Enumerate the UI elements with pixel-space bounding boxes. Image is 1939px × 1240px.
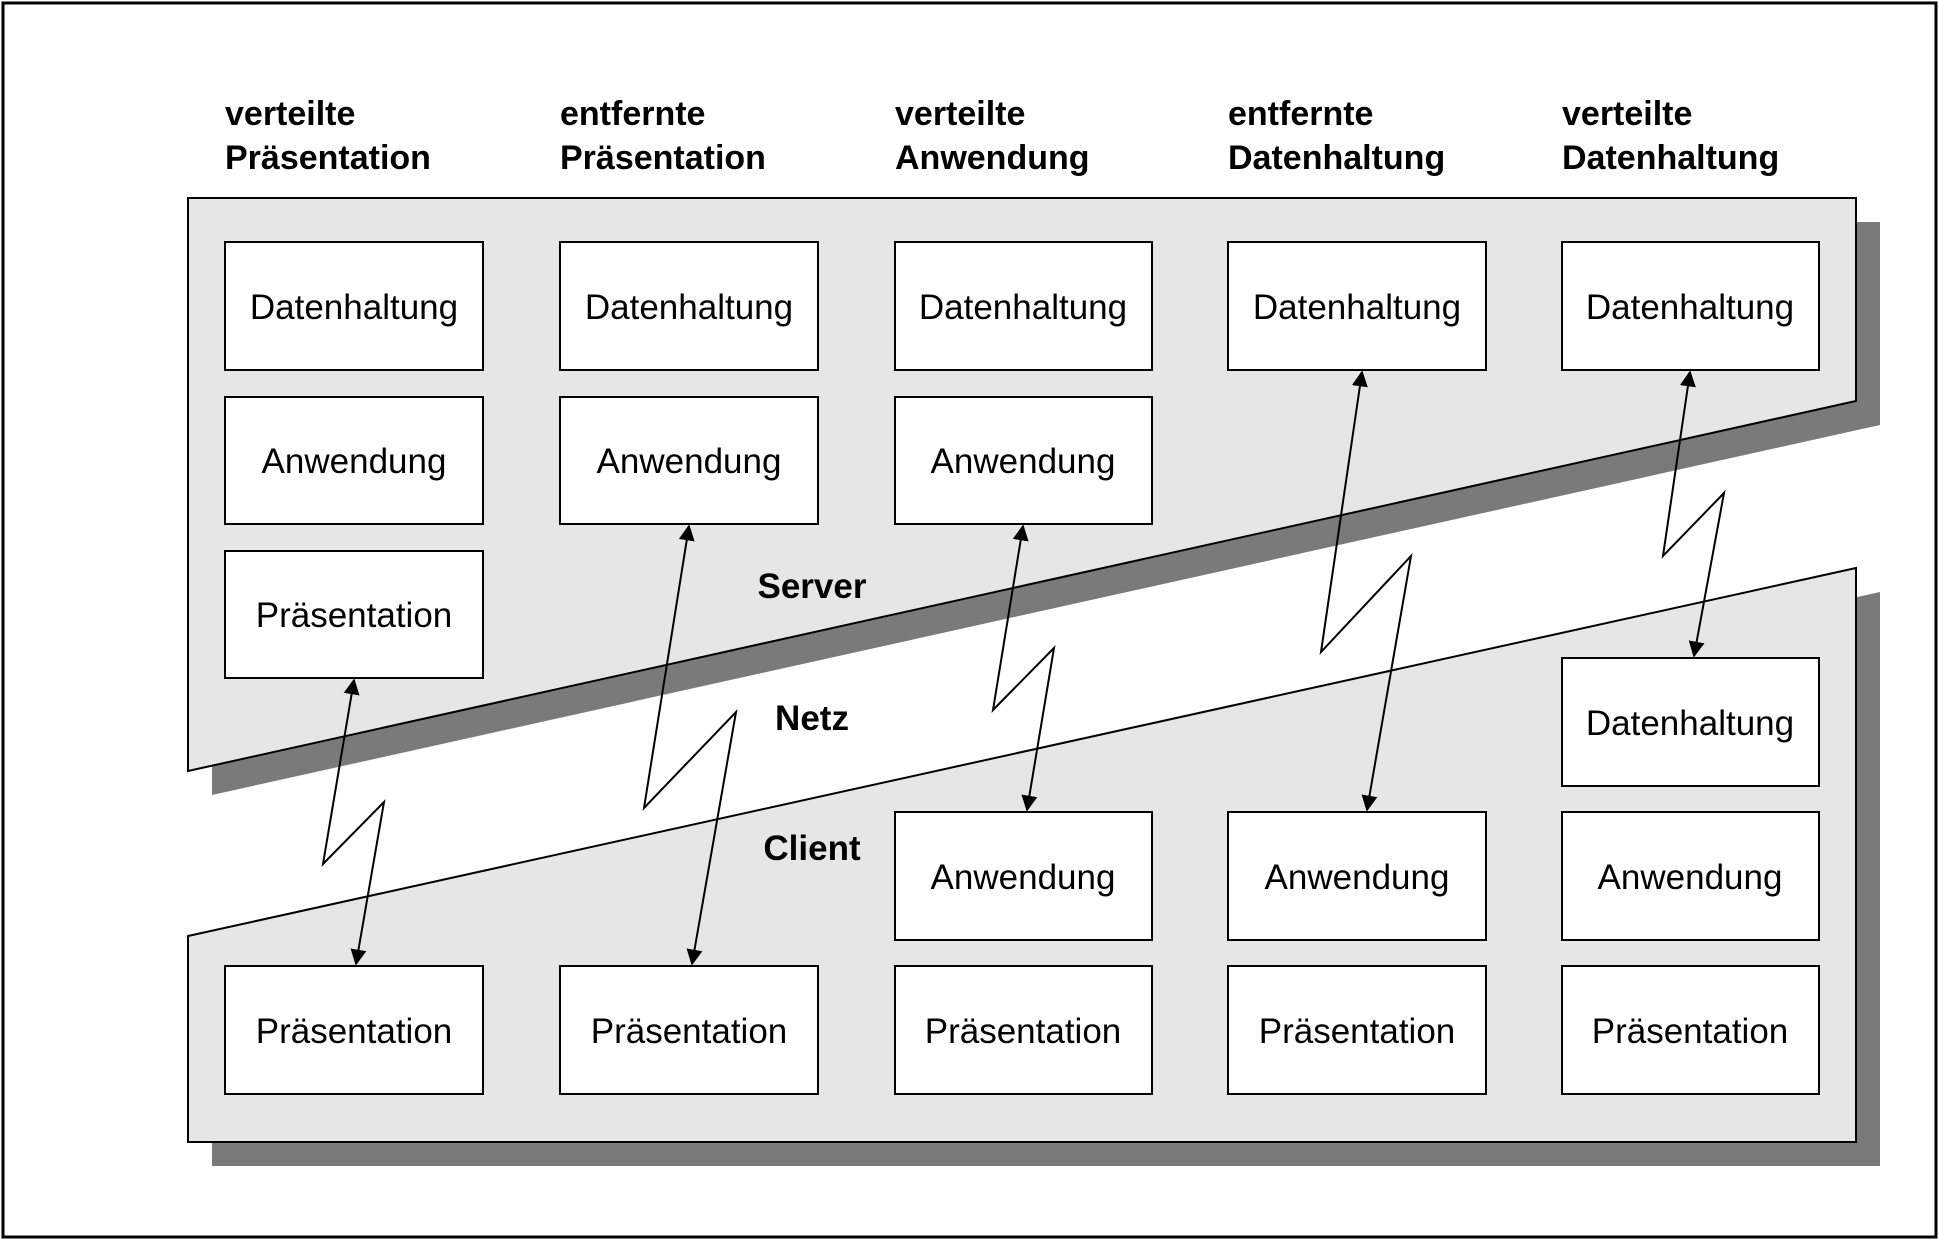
svg-text:Präsentation: Präsentation — [256, 1012, 453, 1051]
svg-text:Präsentation: Präsentation — [1592, 1012, 1789, 1051]
column-header-4: entfernte Datenhaltung — [1228, 95, 1445, 177]
client-box-praesentation: Präsentation — [224, 965, 484, 1095]
client-box-anwendung: Anwendung — [894, 811, 1153, 941]
column-header-5: verteilte Datenhaltung — [1562, 95, 1779, 177]
column-header-2: entfernte Präsentation — [560, 95, 766, 177]
svg-text:Präsentation: Präsentation — [256, 596, 453, 635]
client-box-praesentation: Präsentation — [1227, 965, 1487, 1095]
svg-text:Präsentation: Präsentation — [1259, 1012, 1456, 1051]
network-link-arrow — [1661, 370, 1726, 658]
server-box-datenhaltung: Datenhaltung — [894, 241, 1153, 371]
svg-text:Datenhaltung: Datenhaltung — [1253, 288, 1461, 327]
network-link-arrow — [321, 678, 386, 966]
network-link-arrow — [642, 524, 738, 966]
network-link-arrow — [1319, 370, 1413, 812]
svg-text:Anwendung: Anwendung — [597, 442, 782, 481]
svg-text:Anwendung: Anwendung — [931, 858, 1116, 897]
server-box-datenhaltung: Datenhaltung — [224, 241, 484, 371]
server-box-datenhaltung: Datenhaltung — [1227, 241, 1487, 371]
server-box-anwendung: Anwendung — [894, 396, 1153, 525]
network-label: Netz — [775, 699, 849, 738]
svg-text:Anwendung: Anwendung — [1598, 858, 1783, 897]
server-box-anwendung: Anwendung — [224, 396, 484, 525]
svg-text:Anwendung: Anwendung — [1265, 858, 1450, 897]
server-box-datenhaltung: Datenhaltung — [1561, 241, 1820, 371]
svg-text:Datenhaltung: Datenhaltung — [1586, 704, 1794, 743]
client-box-praesentation: Präsentation — [894, 965, 1153, 1095]
column-header-1: verteilte Präsentation — [225, 95, 431, 177]
svg-text:Präsentation: Präsentation — [591, 1012, 788, 1051]
svg-text:Datenhaltung: Datenhaltung — [585, 288, 793, 327]
server-box-praesentation: Präsentation — [224, 550, 484, 679]
network-link-arrow — [991, 524, 1056, 812]
svg-text:Anwendung: Anwendung — [931, 442, 1116, 481]
client-box-praesentation: Präsentation — [559, 965, 819, 1095]
server-label: Server — [758, 567, 867, 606]
client-box-anwendung: Anwendung — [1227, 811, 1487, 941]
svg-text:Anwendung: Anwendung — [262, 442, 447, 481]
client-box-praesentation: Präsentation — [1561, 965, 1820, 1095]
client-box-datenhaltung: Datenhaltung — [1561, 657, 1820, 787]
svg-text:Datenhaltung: Datenhaltung — [919, 288, 1127, 327]
client-box-anwendung: Anwendung — [1561, 811, 1820, 941]
server-box-anwendung: Anwendung — [559, 396, 819, 525]
server-box-datenhaltung: Datenhaltung — [559, 241, 819, 371]
svg-text:Datenhaltung: Datenhaltung — [250, 288, 458, 327]
column-header-3: verteilte Anwendung — [895, 95, 1090, 177]
svg-text:Präsentation: Präsentation — [925, 1012, 1122, 1051]
svg-text:Datenhaltung: Datenhaltung — [1586, 288, 1794, 327]
client-label: Client — [763, 829, 861, 868]
